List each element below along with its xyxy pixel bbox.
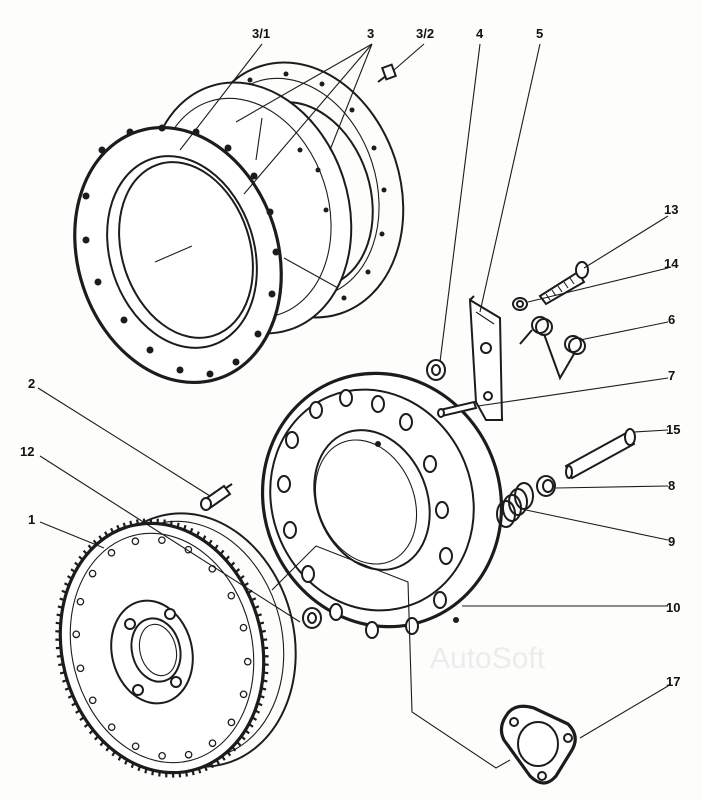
spring-cup [536,475,556,497]
flywheel-bolt-hole [239,690,248,699]
pin-7 [437,400,478,418]
release-lever-bracket [468,295,504,421]
label-4: 4 [476,26,484,41]
pressure-plate-holes [277,389,459,639]
label-1: 1 [28,512,35,527]
pressure-spring [496,482,534,528]
label-12: 12 [20,444,34,459]
flywheel [55,512,297,778]
bolt-3-2 [377,63,398,83]
flywheel-bolt-hole [208,739,217,748]
lock-nut [512,297,528,311]
label-13: 13 [664,202,678,217]
flywheel-bolt-hole [107,723,116,732]
clutch-disc-assembly [73,61,405,385]
label-14: 14 [664,256,679,271]
pressure-plate [260,371,504,639]
flywheel-bolt-hole [227,718,236,727]
flywheel-bolt-hole [158,536,166,545]
label-5: 5 [536,26,543,41]
label-17: 17 [666,674,680,689]
label-3-2: 3/2 [416,26,434,41]
flywheel-bolt-hole [158,751,166,760]
flywheel-bolt-hole [239,623,248,632]
flywheel-bolt-hole [76,664,85,673]
label-9: 9 [668,534,675,549]
dowel-pin [200,483,233,511]
flywheel-bolt-hole [72,630,81,639]
label-8: 8 [668,478,675,493]
label-15: 15 [666,422,680,437]
long-bolt [564,428,636,480]
flywheel-bolt-hole [131,537,140,546]
label-3: 3 [367,26,374,41]
return-spring [519,316,586,381]
label-3-1: 3/1 [252,26,270,41]
washer-4 [426,359,446,381]
watermark-text: AutoSoft [430,642,546,675]
flywheel-bolt-hole [227,591,236,600]
flywheel-bolt-hole [243,657,252,666]
label-6: 6 [668,312,675,327]
flywheel-gear-teeth [55,518,269,778]
flywheel-bolt-hole [107,548,116,557]
triangular-flange [499,704,577,785]
label-2: 2 [28,376,35,391]
flywheel-bolt-hole [184,750,193,759]
leader-lines [37,43,669,769]
label-7: 7 [668,368,675,383]
front-disc-rivets [82,124,280,378]
flywheel-bolt-hole [88,696,97,705]
back-disc-rivets [247,71,387,301]
flywheel-bolt-hole [88,569,97,578]
flywheel-bolt-hole [131,742,140,751]
flywheel-washer [302,607,322,629]
flywheel-bolt-hole [76,597,85,606]
label-10: 10 [666,600,680,615]
callout-labels: 3/1 3 3/2 4 5 13 14 6 7 15 2 12 8 1 9 10… [20,26,680,689]
